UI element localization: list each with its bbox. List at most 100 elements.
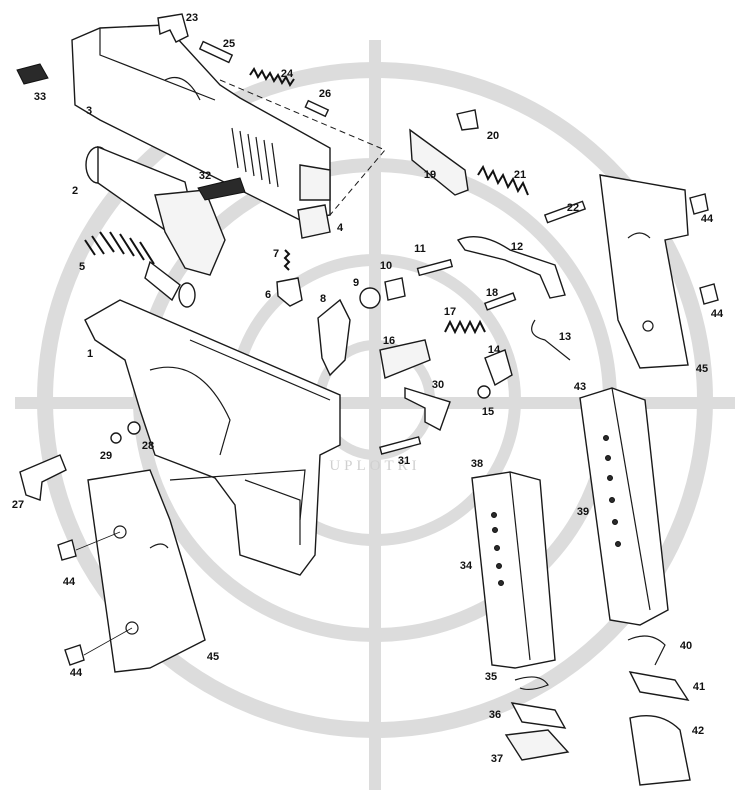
part-label-26: 26 bbox=[319, 88, 331, 100]
trigger-part bbox=[317, 298, 351, 377]
slide-guide-line bbox=[219, 79, 386, 216]
magazine-spring-part-40 bbox=[627, 635, 666, 666]
part-label-32: 32 bbox=[199, 170, 211, 182]
trigger-spring-part bbox=[359, 287, 381, 309]
part-label-44b: 44 bbox=[70, 667, 83, 679]
part-label-24: 24 bbox=[281, 68, 294, 80]
pin-part-31 bbox=[379, 436, 422, 455]
magazine-part-39 bbox=[579, 387, 669, 626]
extractor-part bbox=[157, 13, 189, 43]
part-label-41: 41 bbox=[693, 681, 705, 693]
part-label-22: 22 bbox=[567, 202, 579, 214]
screw-leader-lines bbox=[75, 531, 133, 656]
part-label-2: 2 bbox=[72, 185, 78, 197]
pin-part-18 bbox=[483, 292, 517, 311]
magazine-spring-part-35 bbox=[514, 676, 549, 691]
slide-catch-lever-part bbox=[297, 204, 331, 239]
part-label-42: 42 bbox=[692, 725, 704, 737]
part-label-16: 16 bbox=[383, 335, 395, 347]
striker-part bbox=[543, 200, 587, 224]
striker-spring-part bbox=[477, 164, 529, 196]
part-label-23: 23 bbox=[186, 12, 198, 24]
part-label-45b: 45 bbox=[696, 363, 708, 375]
part-label-6: 6 bbox=[265, 289, 271, 301]
grip-screw-part-c bbox=[689, 193, 709, 215]
part-label-18: 18 bbox=[486, 287, 498, 299]
front-sight-part bbox=[197, 177, 246, 201]
slide-catch-part bbox=[276, 277, 303, 307]
part-label-15: 15 bbox=[482, 406, 494, 418]
part-label-7: 7 bbox=[273, 248, 279, 260]
part-label-10: 10 bbox=[380, 260, 392, 272]
part-label-17: 17 bbox=[444, 306, 456, 318]
grip-screw-part-a bbox=[57, 539, 77, 561]
grip-screw-part-b bbox=[64, 644, 85, 666]
magazine-floorplate-part-42 bbox=[629, 715, 691, 786]
part-label-25: 25 bbox=[223, 38, 235, 50]
magazine-insert-part-36 bbox=[510, 702, 567, 729]
part-label-37: 37 bbox=[491, 753, 503, 765]
magazine-catch-part bbox=[19, 454, 67, 501]
part-label-34: 34 bbox=[460, 560, 473, 572]
pin-part-11 bbox=[416, 258, 454, 277]
sear-part bbox=[404, 387, 451, 431]
part-label-45a: 45 bbox=[207, 651, 219, 663]
right-grip-part bbox=[599, 174, 689, 369]
pin-plunger-part bbox=[456, 109, 479, 131]
part-label-13: 13 bbox=[559, 331, 571, 343]
washer-part bbox=[477, 385, 491, 399]
watermark-text: UPLOTRI bbox=[329, 458, 420, 474]
part-label-21: 21 bbox=[514, 169, 526, 181]
part-label-19: 19 bbox=[424, 169, 436, 181]
rear-sight-part bbox=[16, 63, 49, 85]
part-label-12: 12 bbox=[511, 241, 523, 253]
part-label-5: 5 bbox=[79, 261, 85, 273]
hammer-pin-part bbox=[384, 277, 406, 301]
part-label-44c: 44 bbox=[701, 213, 714, 225]
part-label-20: 20 bbox=[487, 130, 499, 142]
part-label-44d: 44 bbox=[711, 308, 724, 320]
left-grip-part bbox=[87, 469, 206, 673]
barrel-part bbox=[85, 145, 226, 276]
part-label-28: 28 bbox=[142, 440, 154, 452]
part-label-29: 29 bbox=[100, 450, 112, 462]
part-label-39: 39 bbox=[577, 506, 589, 518]
magazine-part-34 bbox=[471, 471, 556, 669]
frame-part bbox=[84, 299, 341, 576]
hammer-part bbox=[484, 349, 513, 387]
hammer-strut-part bbox=[379, 339, 431, 379]
part-label-36: 36 bbox=[489, 709, 501, 721]
part-label-9: 9 bbox=[353, 277, 359, 289]
recoil-spring-part bbox=[84, 231, 196, 308]
part-label-8: 8 bbox=[320, 293, 326, 305]
part-label-35: 35 bbox=[485, 671, 497, 683]
firing-pin-block-part bbox=[409, 128, 469, 196]
slide-part bbox=[71, 24, 331, 221]
magazine-insert-part-41 bbox=[628, 671, 690, 701]
slide-serrations bbox=[231, 127, 279, 188]
part-label-4: 4 bbox=[337, 222, 344, 234]
part-label-40: 40 bbox=[680, 640, 692, 652]
hammer-spring-part bbox=[444, 319, 486, 335]
firing-pin-parts bbox=[198, 40, 330, 118]
part-label-3: 3 bbox=[86, 105, 92, 117]
part-label-30: 30 bbox=[432, 379, 444, 391]
part-label-43: 43 bbox=[574, 381, 586, 393]
part-label-38: 38 bbox=[471, 458, 483, 470]
part-label-27: 27 bbox=[12, 499, 24, 511]
part-label-1: 1 bbox=[87, 348, 93, 360]
slide-catch-spring-part bbox=[283, 249, 291, 271]
part-label-14: 14 bbox=[488, 344, 501, 356]
watermark-target: UPLOTRI bbox=[15, 40, 735, 790]
trigger-bar-part bbox=[456, 236, 566, 299]
grip-screw-part-d bbox=[699, 283, 719, 305]
trigger-bar-spring-part bbox=[531, 319, 571, 361]
screw-part-29 bbox=[110, 432, 122, 444]
part-label-44a: 44 bbox=[63, 576, 76, 588]
part-label-11: 11 bbox=[414, 243, 426, 255]
magazine-floorplate-part-37 bbox=[504, 729, 570, 761]
part-label-31: 31 bbox=[398, 455, 410, 467]
part-label-33: 33 bbox=[34, 91, 46, 103]
